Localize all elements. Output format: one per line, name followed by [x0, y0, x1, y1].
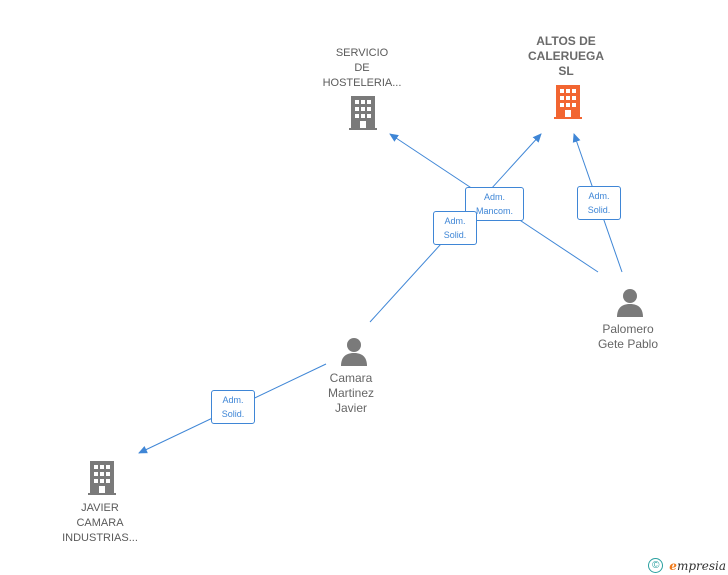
copyright-icon: © — [648, 558, 664, 573]
role-badge-adm-solid[interactable]: Adm. Solid. — [577, 186, 621, 220]
building-icon[interactable] — [347, 96, 379, 130]
person-icon[interactable] — [339, 336, 369, 366]
company-label-altos-de-caleruega[interactable]: ALTOS DE CALERUEGA SL — [527, 34, 604, 78]
person-label-camara[interactable]: Camara Martinez Javier — [327, 371, 374, 415]
company-label-servicio[interactable]: SERVICIO DE HOSTELERIA... — [322, 47, 402, 89]
company-label-javier-camara[interactable]: JAVIER CAMARA INDUSTRIAS... — [62, 502, 138, 544]
badge-line2: Solid. — [221, 409, 245, 419]
person-label-palomero[interactable]: Palomero Gete Pablo — [597, 322, 659, 351]
badge-line2: Solid. — [587, 205, 611, 215]
badge-line1: Adm. — [483, 192, 505, 202]
empresia-logo: empresia — [669, 558, 726, 573]
role-badge-adm-solid[interactable]: Adm. Solid. — [433, 211, 477, 245]
badge-line1: Adm. — [222, 395, 244, 405]
badge-line1: Adm. — [444, 216, 466, 226]
badge-line2: Solid. — [443, 230, 467, 240]
role-badge-adm-solid[interactable]: Adm. Solid. — [211, 390, 255, 424]
person-icon[interactable] — [615, 287, 645, 317]
building-icon[interactable] — [552, 85, 584, 119]
footer-brand: © empresia — [648, 558, 726, 573]
building-icon[interactable] — [86, 461, 118, 495]
badge-line1: Adm. — [588, 191, 610, 201]
badge-line2: Mancom. — [475, 206, 513, 216]
